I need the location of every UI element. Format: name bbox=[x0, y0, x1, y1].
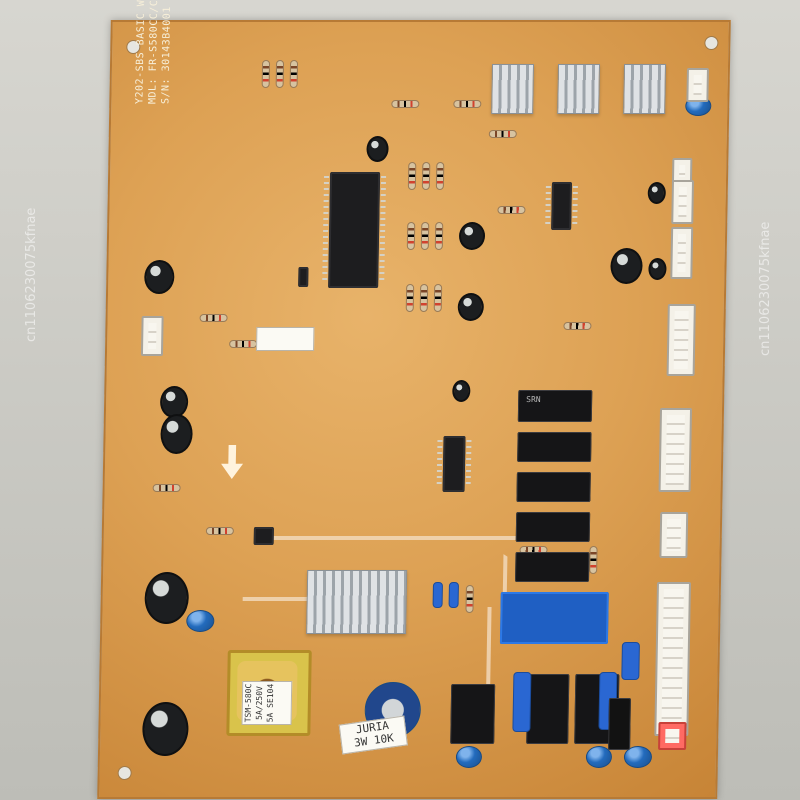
circuit-board: Y202-SBS BASIC WDL MDL: FR-S580CC/CR S/N… bbox=[97, 0, 731, 799]
large-electrolytic-capacitor bbox=[144, 572, 190, 624]
white-board-connector bbox=[659, 512, 689, 558]
electrolytic-capacitor bbox=[452, 380, 471, 402]
resistor bbox=[275, 60, 285, 88]
metal-heatsink bbox=[623, 64, 667, 114]
blue-power-relay bbox=[499, 592, 609, 644]
resistor bbox=[421, 162, 431, 190]
resistor bbox=[391, 100, 420, 108]
blue-film-capacitor bbox=[455, 746, 483, 768]
small-transistor-chip bbox=[253, 527, 274, 545]
blue-capacitor bbox=[512, 672, 532, 732]
white-sticker bbox=[256, 327, 315, 351]
transformer-label: TSM-580C 5A/250V 5A SE104 bbox=[241, 681, 293, 725]
electrolytic-capacitor bbox=[610, 248, 643, 284]
blue-capacitor bbox=[621, 642, 640, 680]
white-board-connector bbox=[671, 180, 695, 224]
resistor bbox=[261, 60, 271, 88]
resistor bbox=[453, 100, 482, 108]
black-relay bbox=[515, 512, 591, 542]
resistor bbox=[589, 546, 598, 574]
driver-chip bbox=[551, 182, 572, 230]
electrolytic-capacitor bbox=[647, 182, 666, 204]
resistor bbox=[433, 284, 443, 312]
board-model-text: Y202-SBS BASIC WDL MDL: FR-S580CC/CR S/N… bbox=[133, 0, 174, 104]
resistor bbox=[563, 322, 592, 330]
black-power-relay bbox=[526, 674, 570, 744]
resistor bbox=[152, 484, 181, 492]
metal-heatsink bbox=[306, 570, 408, 634]
resistor bbox=[229, 340, 258, 348]
white-board-connector bbox=[140, 316, 164, 356]
watermark-text: cn1106230075kfnae bbox=[24, 207, 39, 342]
white-board-connector bbox=[658, 408, 693, 492]
resistor bbox=[434, 222, 444, 250]
black-power-relay bbox=[450, 684, 496, 744]
resistor bbox=[199, 314, 228, 322]
transformer-label-line-2: 5A/250V bbox=[254, 686, 265, 720]
resistor bbox=[406, 222, 416, 250]
resistor bbox=[405, 284, 415, 312]
electrolytic-capacitor bbox=[458, 222, 486, 250]
white-board-connector bbox=[686, 68, 709, 102]
transformer-label-line-3: 5A SE104 bbox=[265, 683, 276, 723]
red-connector bbox=[658, 722, 687, 750]
resistor bbox=[497, 206, 526, 214]
electrolytic-capacitor bbox=[366, 136, 389, 162]
blue-capacitor bbox=[432, 582, 443, 608]
white-board-connector bbox=[666, 304, 696, 376]
metal-heatsink bbox=[557, 64, 601, 114]
small-transistor-chip bbox=[298, 267, 309, 287]
mounting-hole bbox=[117, 766, 132, 780]
down-arrow-silkscreen bbox=[221, 445, 244, 479]
resistor bbox=[289, 60, 299, 88]
resistor bbox=[407, 162, 417, 190]
board-model-line-3: S/N: 30143B4001 bbox=[160, 6, 174, 104]
trace-line bbox=[440, 515, 508, 627]
black-relay bbox=[514, 552, 590, 582]
blue-film-capacitor bbox=[186, 610, 215, 632]
transformer-label-line-1: TSM-580C bbox=[243, 683, 254, 723]
large-electrolytic-capacitor bbox=[141, 702, 189, 756]
resistor bbox=[465, 585, 474, 613]
watermark-text: cn1106230075kfnae bbox=[758, 221, 773, 356]
relay-label: SRN bbox=[526, 395, 541, 404]
electrolytic-capacitor bbox=[457, 293, 485, 321]
power-resistor-label: JURIA 3W 10K bbox=[338, 715, 408, 755]
resistor bbox=[419, 284, 429, 312]
white-board-connector bbox=[670, 227, 694, 279]
electrolytic-capacitor bbox=[144, 260, 175, 294]
resistor bbox=[420, 222, 430, 250]
main-microcontroller-chip bbox=[328, 172, 381, 288]
metal-heatsink bbox=[491, 64, 535, 114]
black-relay bbox=[517, 432, 592, 462]
black-relay: SRN bbox=[517, 390, 593, 422]
black-fuse-holder bbox=[608, 698, 631, 750]
white-board-connector bbox=[654, 582, 691, 736]
resistor bbox=[205, 527, 234, 535]
electrolytic-capacitor bbox=[648, 258, 667, 280]
mounting-hole bbox=[704, 36, 719, 50]
black-relay bbox=[516, 472, 591, 502]
blue-capacitor bbox=[448, 582, 459, 608]
resistor bbox=[488, 130, 517, 138]
relay-driver-chip bbox=[442, 436, 466, 492]
resistor bbox=[435, 162, 445, 190]
electrolytic-capacitor bbox=[160, 414, 193, 454]
